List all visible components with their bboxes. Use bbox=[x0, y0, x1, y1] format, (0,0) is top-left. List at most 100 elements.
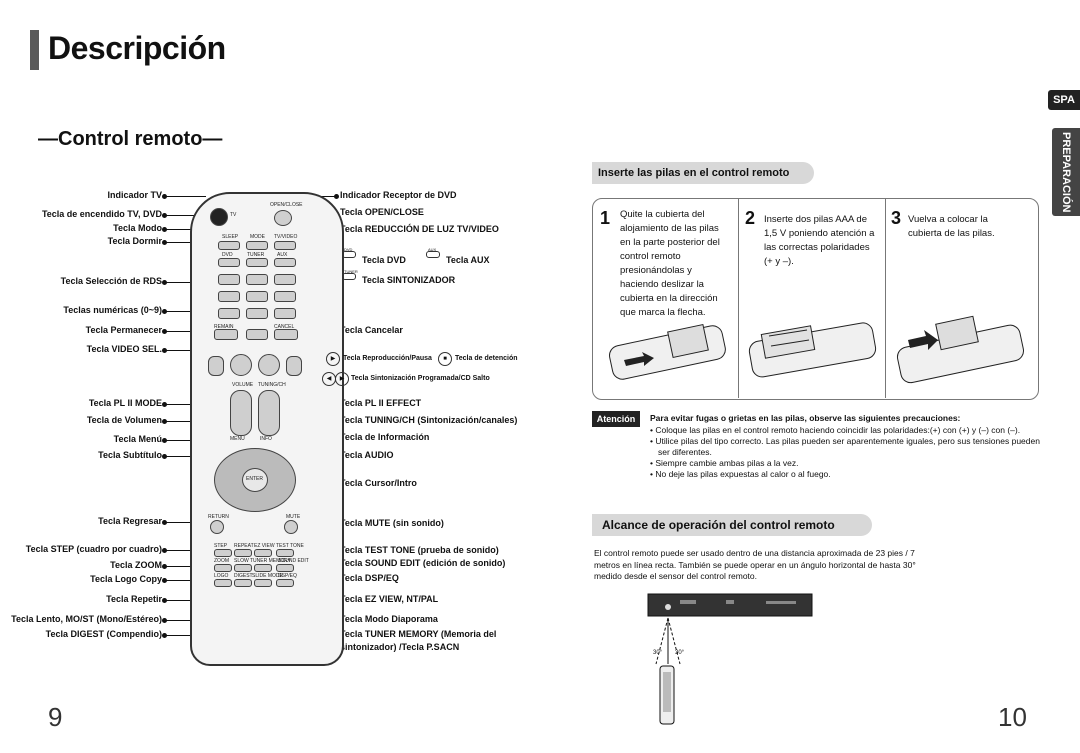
callout-line bbox=[164, 331, 206, 332]
right-callout-label: Tecla PL II EFFECT bbox=[340, 398, 422, 408]
left-callout-label: Tecla de Volumen bbox=[86, 415, 162, 425]
range-heading: Alcance de operación del control remoto bbox=[592, 514, 872, 536]
left-callout-label: Tecla Dormir bbox=[107, 236, 162, 246]
slidemode-button bbox=[254, 579, 272, 587]
remote-volume-text: VOLUME bbox=[232, 382, 254, 388]
callout-dot bbox=[162, 578, 167, 583]
attention-bullet: • Coloque las pilas en el control remoto… bbox=[650, 425, 1021, 435]
skip-forward-key-icon: ▶ bbox=[335, 372, 349, 386]
remote-slidemode-text: SLIDE MODE bbox=[252, 573, 283, 579]
remote-tunermem-text: TUNER MEMORY bbox=[250, 558, 292, 564]
right-callout-label: Tecla de Información bbox=[340, 432, 430, 442]
callout-line bbox=[164, 580, 206, 581]
digest-button bbox=[234, 579, 252, 587]
remote-logo-text: LOGO bbox=[214, 573, 229, 579]
battery-steps-box bbox=[592, 198, 1039, 400]
range-paragraph: El control remoto puede ser usado dentro… bbox=[594, 548, 916, 581]
mute-button bbox=[284, 520, 298, 534]
slow-button bbox=[234, 564, 252, 572]
callout-line bbox=[164, 635, 206, 636]
logo-button bbox=[214, 579, 232, 587]
tuner-key-tag: TUNER bbox=[344, 269, 358, 274]
tuner-key-icon bbox=[342, 273, 356, 280]
dspeq-button bbox=[276, 579, 294, 587]
zoom-button bbox=[214, 564, 232, 572]
callout-dot bbox=[162, 309, 167, 314]
remote-repeat-text: REPEAT bbox=[234, 543, 254, 549]
remote-info-text: INFO bbox=[260, 436, 272, 442]
play-pause-icon bbox=[258, 354, 280, 376]
left-callout-label: Tecla PL II MODE bbox=[88, 398, 162, 408]
remote-mode-text: MODE bbox=[250, 234, 265, 240]
battery-insertion-illustration bbox=[748, 322, 877, 378]
callout-dot bbox=[162, 194, 167, 199]
callout-dot bbox=[162, 213, 167, 218]
remote-cancel-text: CANCEL bbox=[274, 324, 295, 330]
play-pause-key-icon: ▶ bbox=[326, 352, 340, 366]
right-callout-label: Tecla TUNING/CH (Sintonización/canales) bbox=[340, 415, 518, 425]
left-callout-label: Tecla DIGEST (Compendio) bbox=[45, 629, 162, 639]
step-divider bbox=[738, 198, 739, 398]
remote-testtone-text: TEST TONE bbox=[276, 543, 304, 549]
step-text: Quite la cubierta del alojamiento de las… bbox=[620, 209, 720, 318]
attention-badge: Atención bbox=[592, 411, 640, 427]
tuner-key-label: Tecla SINTONIZADOR bbox=[362, 275, 456, 285]
remote-dspeq-text: DSP/EQ bbox=[278, 573, 297, 579]
remote-menu-text: MENU bbox=[230, 436, 245, 442]
testtone-button bbox=[276, 549, 294, 557]
tunermem-button bbox=[254, 564, 272, 572]
remote-digest-text: DIGEST bbox=[234, 573, 253, 579]
num-key bbox=[218, 274, 240, 285]
step-text: Inserte dos pilas AAA de 1,5 V poniendo … bbox=[764, 214, 875, 267]
attention-bullet: • Siempre cambie ambas pilas a la vez. bbox=[650, 458, 799, 468]
left-callout-label: Tecla Modo bbox=[113, 223, 162, 233]
callout-line bbox=[164, 311, 206, 312]
stop-key-icon: ■ bbox=[438, 352, 452, 366]
remote-slow-text: SLOW bbox=[234, 558, 249, 564]
language-tab: SPA bbox=[1048, 90, 1080, 110]
callout-dot bbox=[162, 329, 167, 334]
callout-dot bbox=[162, 227, 167, 232]
page-number-left: 9 bbox=[48, 702, 63, 732]
range-angle-right: 30° bbox=[675, 650, 685, 656]
battery-cover-replacement-illustration bbox=[896, 315, 1025, 384]
step-number: 1 bbox=[600, 208, 611, 228]
callout-line bbox=[164, 242, 206, 243]
enter-button bbox=[242, 468, 268, 492]
return-button bbox=[210, 520, 224, 534]
callout-line bbox=[164, 404, 206, 405]
right-callout-label: Tecla Cancelar bbox=[340, 325, 403, 335]
left-callout-label: Tecla Logo Copy bbox=[90, 574, 162, 584]
callout-line bbox=[164, 440, 206, 441]
callout-line bbox=[164, 350, 206, 351]
remote-control: OPEN/CLOSE TV SLEEP MODE TV/VIDEO DVD TU… bbox=[190, 192, 344, 666]
aux-key-icon bbox=[426, 251, 440, 258]
callout-dot bbox=[162, 633, 167, 638]
right-callout-label: sintonizador) /Tecla P.SACN bbox=[340, 642, 460, 652]
step-number: 3 bbox=[891, 208, 902, 228]
callout-dot bbox=[162, 402, 167, 407]
left-callout-label: Tecla STEP (cuadro por cuadro) bbox=[25, 544, 162, 554]
left-callout-label: Teclas numéricas (0~9) bbox=[63, 305, 162, 315]
direction-pad bbox=[214, 448, 296, 512]
right-callout-label: Tecla Cursor/Intro bbox=[340, 478, 417, 488]
aux-button bbox=[274, 258, 296, 267]
num-key bbox=[274, 291, 296, 302]
attention-title: Para evitar fugas o grietas en las pilas… bbox=[650, 413, 961, 423]
callout-line bbox=[164, 522, 206, 523]
right-callout-label: Tecla SOUND EDIT (edición de sonido) bbox=[340, 558, 506, 568]
aux-key-tag: AUX bbox=[428, 247, 437, 252]
stop-label: Tecla de detención bbox=[455, 355, 518, 362]
range-angle-left: 30° bbox=[653, 650, 663, 656]
dimmer-button bbox=[274, 241, 296, 250]
section-subtitle: —Control remoto— bbox=[38, 128, 223, 150]
dvd-key-tag: DVD bbox=[344, 247, 353, 252]
callout-dot bbox=[162, 454, 167, 459]
skip-back-icon bbox=[208, 356, 224, 376]
callout-line bbox=[164, 196, 206, 197]
batteries-heading: Inserte las pilas en el control remoto bbox=[592, 162, 814, 184]
tuner-button bbox=[246, 258, 268, 267]
callout-dot bbox=[162, 520, 167, 525]
right-callout-label: Tecla AUDIO bbox=[340, 450, 394, 460]
skip-back-key-icon: ◀ bbox=[322, 372, 336, 386]
